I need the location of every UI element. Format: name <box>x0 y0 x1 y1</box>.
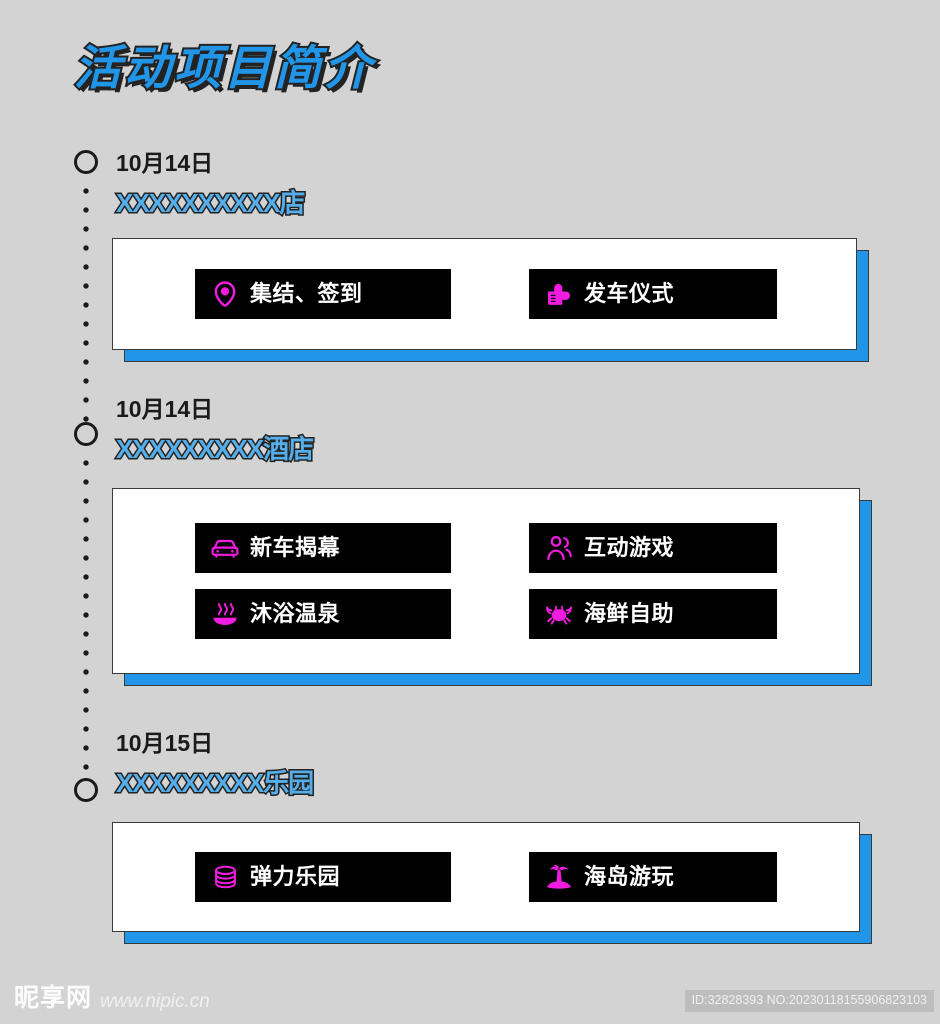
section-3-date: 10月15日 <box>116 730 214 756</box>
timeline-connector-2 <box>83 460 89 780</box>
card-3: 弹力乐园 海岛游玩 <box>112 822 872 944</box>
timeline-marker-3 <box>74 778 98 802</box>
section-2-place: XXXXXXXXX酒店 <box>114 434 315 464</box>
activity-chip-xinche-jiemu[interactable]: 新车揭幕 <box>195 523 451 573</box>
people-icon <box>545 534 573 562</box>
section-3-place: XXXXXXXXX乐园 <box>114 768 315 798</box>
card-1-row-1: 集结、签到 发车仪式 <box>113 269 856 319</box>
timeline-connector-1 <box>83 188 89 428</box>
activity-chip-label: 新车揭幕 <box>250 535 341 560</box>
crab-icon <box>545 600 573 628</box>
activity-chip-label: 海鲜自助 <box>584 601 675 626</box>
section-2-date: 10月14日 <box>116 396 214 422</box>
timeline-rail <box>74 150 100 810</box>
activity-chip-label: 弹力乐园 <box>250 864 341 889</box>
watermark-brand: 昵享网 <box>14 984 93 1012</box>
section-1: 10月14日 XXXXXXXXXX店 <box>114 150 306 218</box>
timeline-marker-2 <box>74 422 98 446</box>
section-1-date: 10月14日 <box>116 150 214 176</box>
card-1: 集结、签到 发车仪式 <box>112 238 869 362</box>
hot-spring-icon <box>211 600 239 628</box>
pointing-hand-icon <box>545 280 573 308</box>
card-2-row-1: 新车揭幕 互动游戏 <box>113 523 859 573</box>
car-icon <box>211 534 239 562</box>
activity-chip-label: 沐浴温泉 <box>250 601 341 626</box>
timeline-marker-1 <box>74 150 98 174</box>
section-2: 10月14日 XXXXXXXXX酒店 <box>114 396 315 464</box>
activity-chip-label: 发车仪式 <box>584 281 675 306</box>
section-3: 10月15日 XXXXXXXXX乐园 <box>114 730 315 798</box>
activity-chip-haidao-youwan[interactable]: 海岛游玩 <box>529 852 777 902</box>
palm-island-icon <box>545 863 573 891</box>
card-2-row-2: 沐浴温泉 海鲜自助 <box>113 589 859 639</box>
page-title: 活动项目简介 <box>72 41 374 94</box>
watermark-url: www.nipic.cn <box>100 991 210 1012</box>
activity-chip-label: 互动游戏 <box>584 535 675 560</box>
activity-chip-label: 海岛游玩 <box>584 864 675 889</box>
activity-chip-tanli-leyuan[interactable]: 弹力乐园 <box>195 852 451 902</box>
site-watermark: 昵享网 www.nipic.cn <box>14 984 210 1012</box>
card-3-row-1: 弹力乐园 海岛游玩 <box>113 852 859 902</box>
location-pin-icon <box>211 280 239 308</box>
activity-chip-hudong-youxi[interactable]: 互动游戏 <box>529 523 777 573</box>
activity-chip-muyu-wenquan[interactable]: 沐浴温泉 <box>195 589 451 639</box>
section-1-place: XXXXXXXXXX店 <box>114 188 306 218</box>
asset-id-badge: ID:32828393 NO:20230118155906823103 <box>684 990 934 1012</box>
activity-chip-haixian-zizhu[interactable]: 海鲜自助 <box>529 589 777 639</box>
activity-chip-label: 集结、签到 <box>250 281 363 306</box>
spring-coil-icon <box>211 863 239 891</box>
activity-chip-jihe-qiandao[interactable]: 集结、签到 <box>195 269 451 319</box>
activity-chip-fache-yishi[interactable]: 发车仪式 <box>529 269 777 319</box>
card-2: 新车揭幕 互动游戏 <box>112 488 872 686</box>
